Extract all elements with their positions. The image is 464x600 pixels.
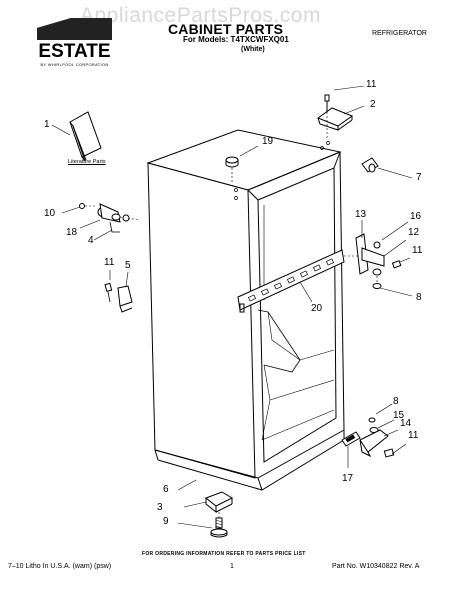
- page-title: CABINET PARTS: [168, 21, 284, 37]
- callout-8-center: 8: [416, 292, 422, 303]
- callout-7: 7: [416, 172, 422, 183]
- callout-6: 6: [163, 484, 169, 495]
- callout-16: 16: [410, 211, 422, 222]
- callout-20: 20: [311, 303, 323, 314]
- brand-tagline: BY WHIRLPOOL CORPORATION: [40, 62, 109, 67]
- logo-wedge-graphic: [37, 18, 112, 40]
- callout-11-bottom: 11: [408, 430, 419, 441]
- divider-rail: [237, 249, 345, 313]
- callout-11-center: 11: [412, 245, 423, 256]
- page-number: 1: [230, 563, 234, 570]
- plug-button: [225, 156, 239, 182]
- cabinet-shell: [146, 129, 345, 491]
- door-stop-assembly: [79, 203, 141, 233]
- callout-5: 5: [125, 260, 131, 271]
- callout-11-top: 11: [366, 79, 377, 90]
- callout-14: 14: [400, 418, 412, 429]
- brand-logo: ESTATE BY WHIRLPOOL CORPORATION: [37, 18, 112, 67]
- ordering-note: FOR ORDERING INFORMATION REFER TO PARTS …: [142, 551, 306, 557]
- callout-8-bottom: 8: [393, 396, 399, 407]
- callout-1: 1: [44, 119, 50, 130]
- literature-booklet: [69, 111, 102, 162]
- callout-11-left: 11: [104, 257, 115, 268]
- model-line: For Models: T4TXCWFXQ01: [183, 35, 289, 44]
- brand-name: ESTATE: [38, 41, 111, 62]
- color-note: (White): [241, 46, 265, 53]
- callout-13: 13: [355, 209, 367, 220]
- top-hinge: [316, 94, 354, 140]
- watermark: AppliancePartsPros.com: [80, 4, 321, 27]
- leveling-foot-assembly: [205, 491, 234, 538]
- callout-2: 2: [370, 99, 376, 110]
- appliance-type: REFRIGERATOR: [372, 30, 427, 37]
- litho-note: 7–10 Litho In U.S.A. (wam) (psw): [8, 563, 112, 570]
- literature-parts-label: Literature Parts: [68, 159, 106, 165]
- top-holes: [234, 141, 330, 200]
- part-number: Part No. W10340822 Rev. A: [332, 563, 420, 570]
- callout-19: 19: [262, 136, 274, 147]
- bottom-hinge-assembly: [341, 417, 395, 458]
- callout-12: 12: [408, 227, 420, 238]
- center-hinge-assembly: [344, 233, 402, 289]
- hinge-cover: [361, 157, 379, 173]
- callout-10: 10: [44, 208, 56, 219]
- mid-screw-bracket: [104, 282, 133, 313]
- callout-18: 18: [66, 227, 78, 238]
- callout-9: 9: [163, 516, 169, 527]
- callout-17: 17: [342, 473, 354, 484]
- callout-4: 4: [88, 235, 94, 246]
- callout-15: 15: [393, 410, 405, 421]
- callout-3: 3: [157, 502, 163, 513]
